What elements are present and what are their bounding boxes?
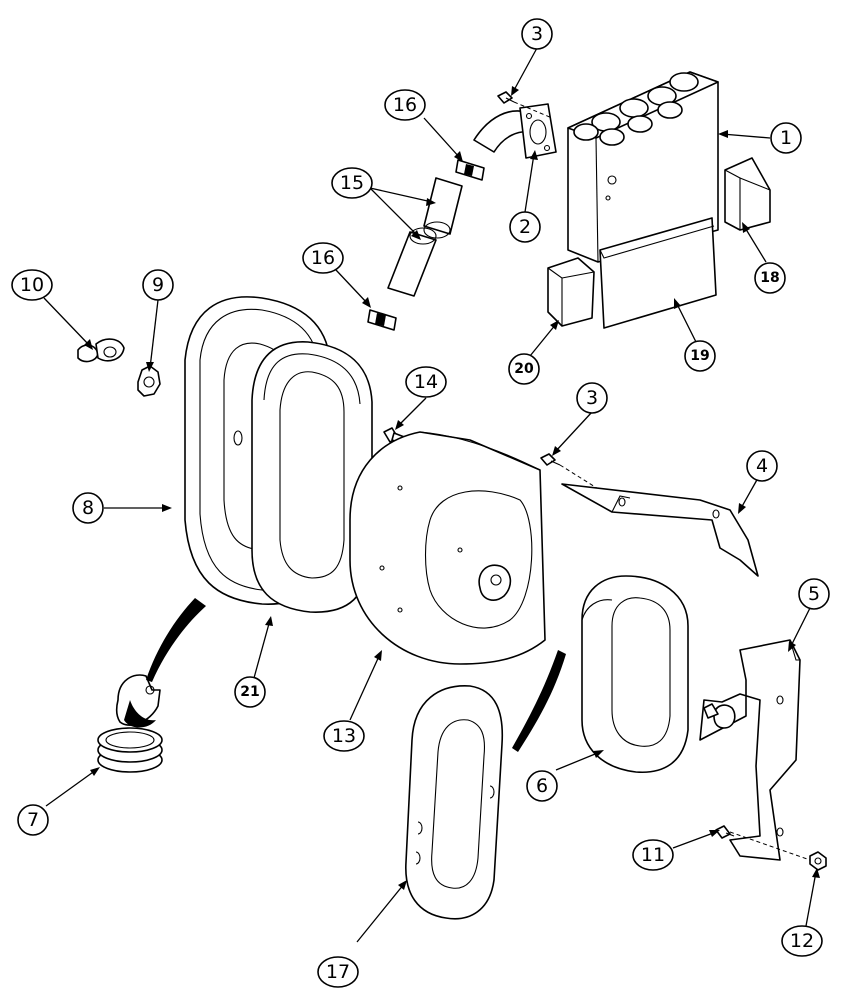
callout-14: 14 <box>405 366 447 398</box>
callout-5: 5 <box>798 578 830 610</box>
callout-13-label: 13 <box>332 725 356 747</box>
callout-10: 10 <box>11 269 53 301</box>
callout-3-top: 3 <box>521 18 553 50</box>
callout-19: 19 <box>684 340 716 372</box>
callout-6: 6 <box>526 770 558 802</box>
callout-10-label: 10 <box>20 274 44 296</box>
part-foam-seal-18 <box>724 157 771 231</box>
part-bracket-4 <box>561 483 759 577</box>
callout-4: 4 <box>746 450 778 482</box>
part-foam-block-20 <box>547 257 595 327</box>
callout-13: 13 <box>323 720 365 752</box>
part-lock-washer-9 <box>137 365 161 397</box>
part-clamp-ring-7 <box>97 674 163 773</box>
callout-20-label: 20 <box>514 361 534 377</box>
callout-5-label: 5 <box>808 583 820 605</box>
callout-1-label: 1 <box>780 127 792 149</box>
callout-7: 7 <box>17 804 49 836</box>
callout-21-label: 21 <box>240 684 259 700</box>
callout-20: 20 <box>508 353 540 385</box>
callout-15: 15 <box>331 167 373 199</box>
callout-9-label: 9 <box>152 274 164 296</box>
part-hose-15 <box>387 177 463 297</box>
callout-11: 11 <box>632 839 674 871</box>
callout-2-label: 2 <box>519 216 531 238</box>
callout-6-label: 6 <box>536 775 548 797</box>
part-filter-element-6 <box>581 575 689 774</box>
callout-4-label: 4 <box>756 455 768 477</box>
callout-3-top-label: 3 <box>531 23 543 45</box>
callout-8-label: 8 <box>82 497 94 519</box>
callout-17-label: 17 <box>326 961 350 983</box>
part-heater-core <box>567 71 719 263</box>
assembly-arrow-left <box>146 598 206 682</box>
part-clamp-16a <box>455 159 485 181</box>
callout-18-label: 18 <box>760 270 779 286</box>
callout-12-label: 12 <box>790 930 814 952</box>
part-blower-housing-13 <box>349 431 546 665</box>
callout-8: 8 <box>72 492 104 524</box>
part-nut-12 <box>809 851 827 871</box>
callout-19-label: 19 <box>690 348 709 364</box>
callout-9: 9 <box>142 269 174 301</box>
callout-14-label: 14 <box>414 371 438 393</box>
part-clamp-16b <box>367 309 397 331</box>
callout-16-bottom-label: 16 <box>311 247 335 269</box>
callout-21: 21 <box>234 676 266 708</box>
callout-16-top: 16 <box>384 89 426 121</box>
leader-lines <box>43 47 820 943</box>
part-filter-frame-17 <box>405 685 504 920</box>
part-wing-nut-10 <box>77 338 125 363</box>
part-screw-3b <box>540 453 617 501</box>
part-gasket-21 <box>251 341 373 613</box>
callout-3-mid: 3 <box>576 382 608 414</box>
callout-2: 2 <box>509 211 541 243</box>
callout-18: 18 <box>754 262 786 294</box>
callout-15-label: 15 <box>340 172 364 194</box>
part-duct-elbow <box>473 103 557 159</box>
part-screw-3a <box>497 91 553 119</box>
callout-17: 17 <box>317 956 359 988</box>
part-screw-11 <box>715 825 735 839</box>
part-foam-strip-19 <box>599 217 717 329</box>
assembly-arrow-middle <box>512 650 566 752</box>
callout-16-bottom: 16 <box>302 242 344 274</box>
callout-7-label: 7 <box>27 809 39 831</box>
callout-3-mid-label: 3 <box>586 387 598 409</box>
callout-1: 1 <box>770 122 802 154</box>
part-mounting-bracket-5 <box>699 639 811 861</box>
callout-16-top-label: 16 <box>393 94 417 116</box>
callout-11-label: 11 <box>641 844 665 866</box>
callout-12: 12 <box>781 925 823 957</box>
